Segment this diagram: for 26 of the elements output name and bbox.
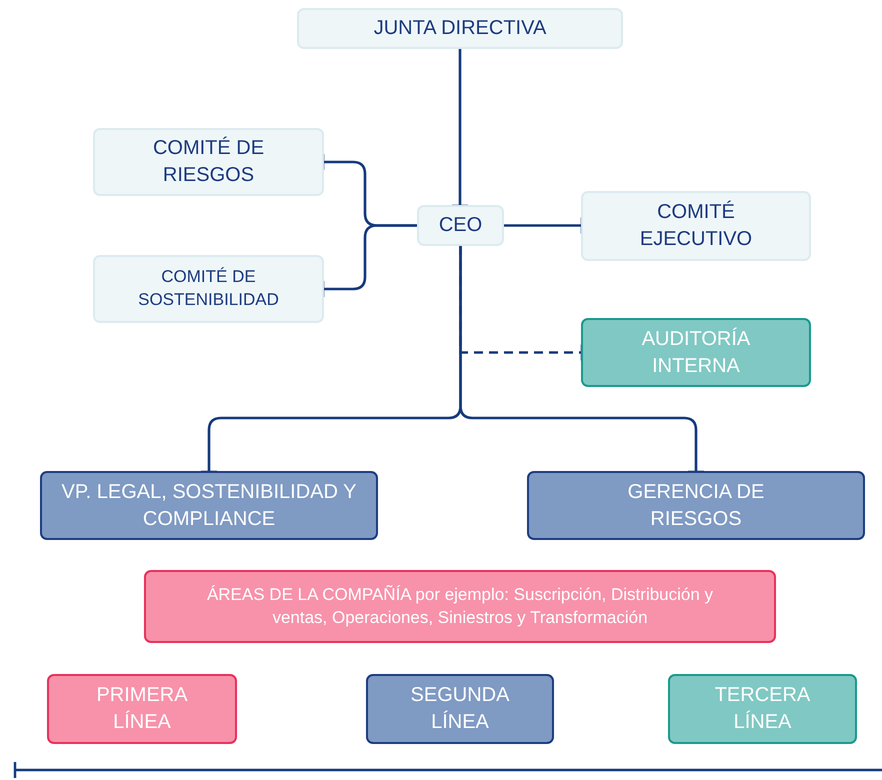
- box-label: TERCERA LÍNEA: [714, 683, 812, 735]
- box-label: VP. LEGAL, SOSTENIBILIDAD Y COMPLIANCE: [60, 480, 358, 532]
- connector-line: [459, 246, 706, 474]
- connector-line: [450, 49, 470, 208]
- org-box: [581, 318, 811, 387]
- box-label: GERENCIA DE RIESGOS: [626, 480, 766, 532]
- box-label: JUNTA DIRECTIVA: [374, 16, 546, 41]
- box-label: SEGUNDA LÍNEA: [410, 683, 510, 735]
- box-label: ÁREAS DE LA COMPAÑÍA por ejemplo: Suscripción, Distribución y ventas, Operaciones, Siniestros y Transformación: [206, 584, 714, 628]
- org-box: [581, 191, 811, 261]
- box-label: CEO: [438, 213, 482, 238]
- org-box: [144, 570, 776, 643]
- org-box: [93, 128, 324, 196]
- org-box: [93, 255, 324, 323]
- org-box: [417, 205, 504, 246]
- org-box: [47, 674, 237, 744]
- org-box: [366, 674, 554, 744]
- box-label: COMITÉ DE SOSTENIBILIDAD: [137, 266, 280, 311]
- org-box: [668, 674, 857, 744]
- org-box: [40, 471, 378, 540]
- box-label: PRIMERA LÍNEA: [95, 683, 189, 735]
- org-box: [297, 8, 623, 49]
- box-label: COMITÉ EJECUTIVO: [638, 200, 754, 252]
- box-label: AUDITORÍA INTERNA: [640, 326, 752, 378]
- org-box: [527, 471, 865, 540]
- box-label: COMITÉ DE RIESGOS: [152, 136, 266, 188]
